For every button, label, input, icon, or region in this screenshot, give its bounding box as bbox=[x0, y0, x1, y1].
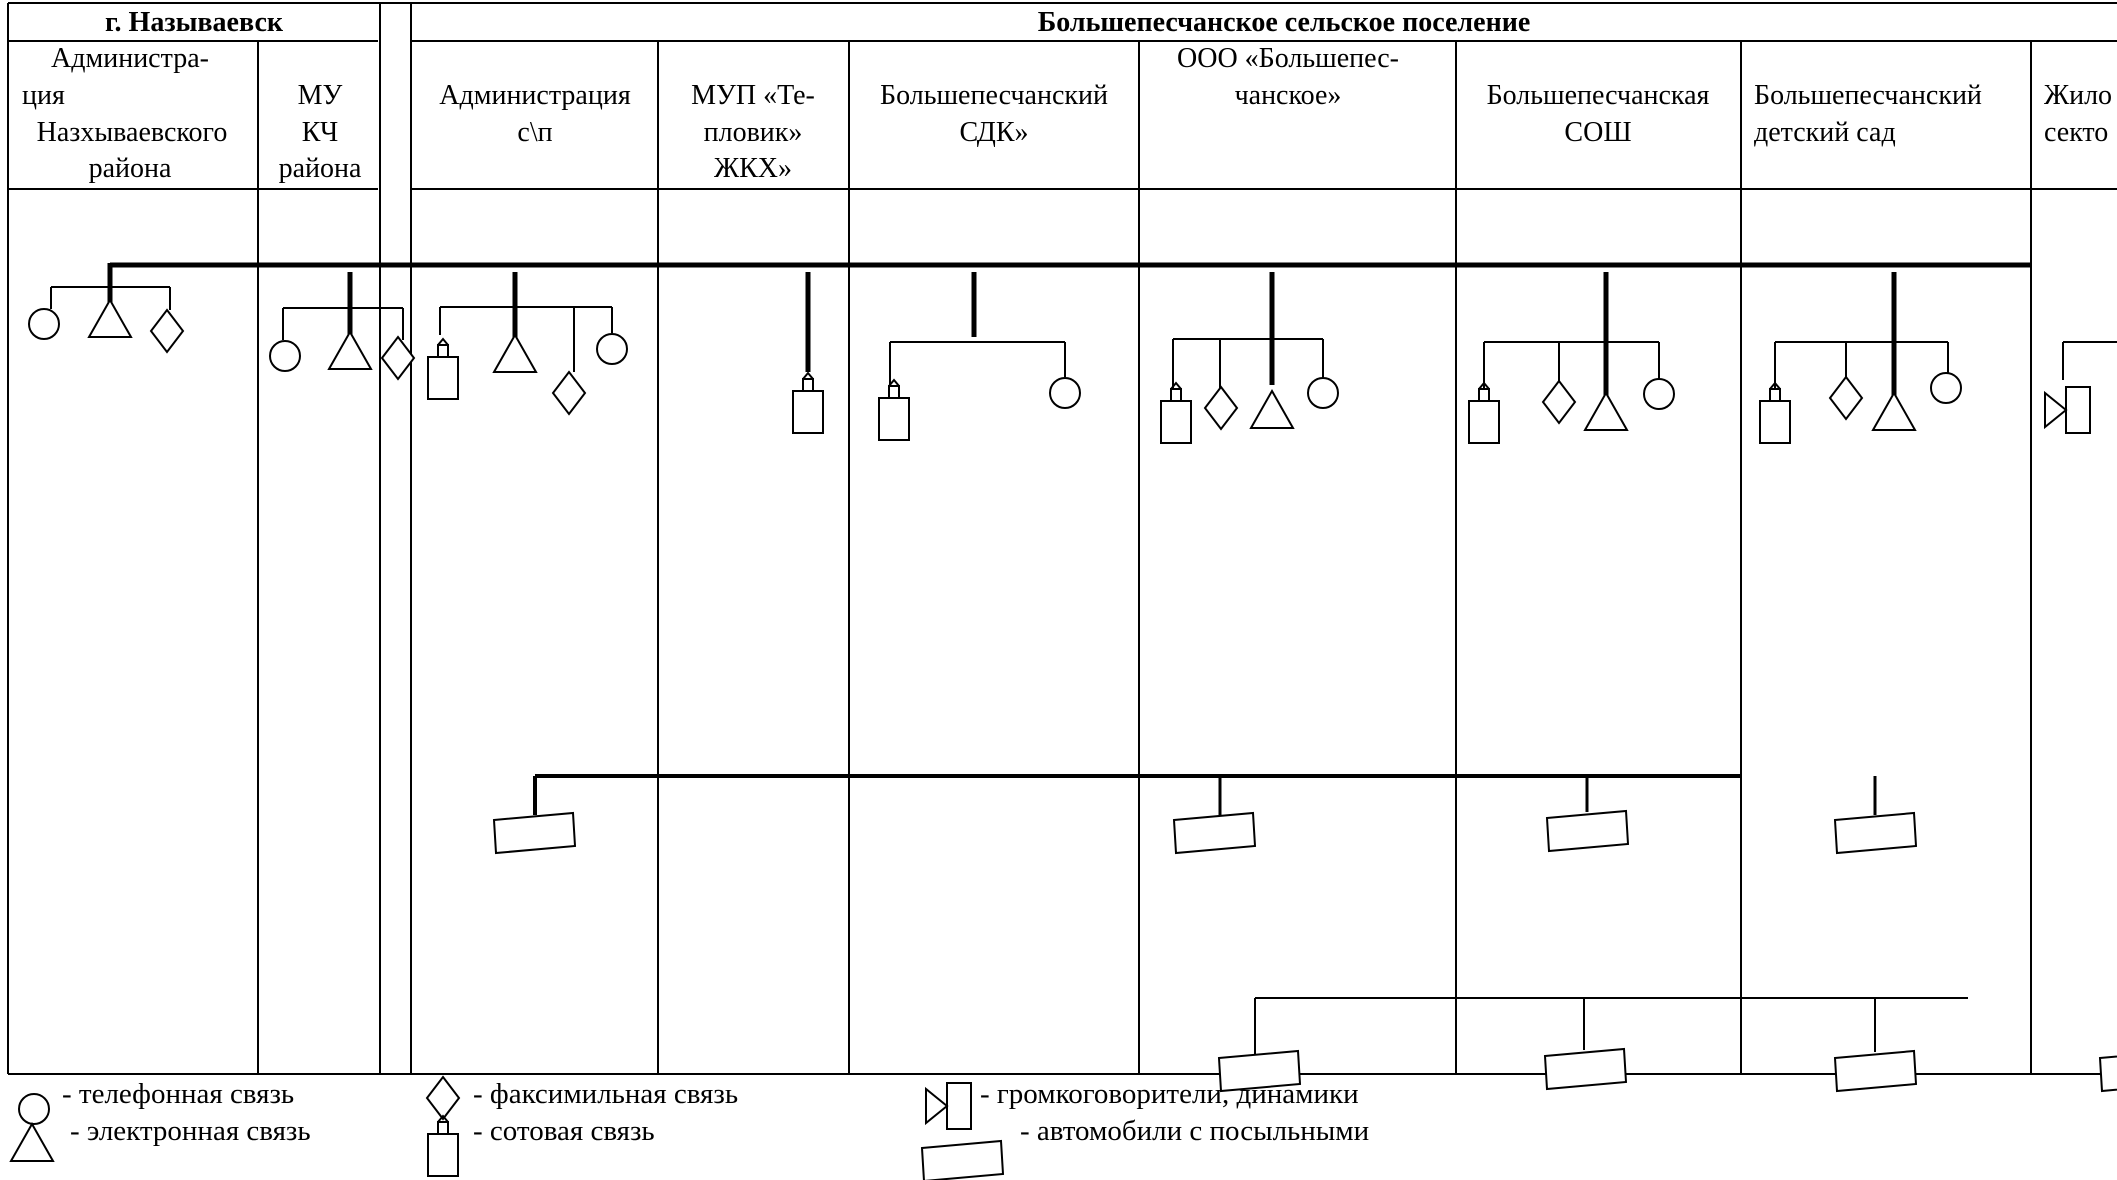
legend-fax-label: - факсимильная связь bbox=[473, 1078, 738, 1110]
column-header-kindergarten-line-2: детский сад bbox=[1754, 117, 1896, 148]
phone-icon bbox=[269, 340, 301, 372]
city-title: г. Называевск bbox=[105, 7, 284, 38]
legend-email-icon bbox=[10, 1123, 54, 1162]
car-icon bbox=[2099, 1050, 2117, 1092]
cellular-icon bbox=[878, 379, 910, 441]
speaker-icon bbox=[2044, 386, 2091, 434]
column-header-sp-admin-line-1: Администрация bbox=[439, 80, 631, 111]
email-icon bbox=[1872, 392, 1916, 431]
column-header-teplovik-line-1: МУП «Те- bbox=[691, 80, 815, 111]
car-icon bbox=[1544, 1048, 1627, 1090]
connection-lines bbox=[50, 262, 2117, 1055]
table-grid bbox=[7, 2, 2117, 1075]
column-header-raion-admin-line-1: Администра- bbox=[51, 43, 209, 74]
email-icon bbox=[328, 331, 372, 370]
phone-icon bbox=[596, 333, 628, 365]
legend-phone-label: - телефонная связь bbox=[62, 1078, 294, 1110]
phone-icon bbox=[1307, 377, 1339, 409]
column-header-raion-admin-line-3: Назхываевского bbox=[37, 117, 228, 148]
legend-car-icon bbox=[921, 1140, 1004, 1180]
phone-icon bbox=[1643, 378, 1675, 410]
fax-icon bbox=[381, 336, 415, 380]
column-header-mu-kch-line-3: района bbox=[279, 153, 362, 184]
column-header-mu-kch-line-1: МУ bbox=[298, 80, 343, 111]
legend-email-label: - электронная связь bbox=[70, 1115, 311, 1147]
car-icon bbox=[493, 812, 576, 854]
legend-speaker-icon bbox=[925, 1082, 972, 1130]
column-header-residential-line-1: Жило bbox=[2044, 80, 2112, 111]
column-header-sosh-line-1: Большепесчанская bbox=[1487, 80, 1710, 111]
legend-cellular-icon bbox=[427, 1115, 459, 1177]
fax-icon bbox=[1829, 376, 1863, 420]
legend-speaker-label: - громкоговорители, динамики bbox=[980, 1078, 1359, 1110]
cellular-icon bbox=[1468, 382, 1500, 444]
email-icon bbox=[1250, 390, 1294, 429]
column-header-teplovik-line-3: ЖКХ» bbox=[714, 153, 792, 184]
email-icon bbox=[1584, 392, 1628, 431]
fax-icon bbox=[552, 371, 586, 415]
fax-icon bbox=[1204, 386, 1238, 430]
legend-fax-icon bbox=[426, 1076, 460, 1120]
car-icon bbox=[1173, 812, 1256, 854]
column-header-teplovik-line-2: пловик» bbox=[704, 117, 803, 148]
car-icon bbox=[1546, 810, 1629, 852]
column-header-sdk-line-1: Большепесчанский bbox=[880, 80, 1108, 111]
legend-car-label: - автомобили с посыльными bbox=[1020, 1115, 1369, 1147]
legend: - телефонная связь - электронная связь -… bbox=[10, 1076, 1369, 1180]
column-header-kindergarten-line-1: Большепесчанский bbox=[1754, 80, 1982, 111]
column-header-sp-admin-line-2: с\п bbox=[517, 117, 552, 148]
email-icon bbox=[88, 299, 132, 338]
fax-icon bbox=[1542, 380, 1576, 424]
cellular-icon bbox=[427, 338, 459, 400]
email-icon bbox=[493, 334, 537, 373]
phone-icon bbox=[1930, 372, 1962, 404]
column-header-sdk-line-2: СДК» bbox=[959, 117, 1028, 148]
column-header-raion-admin-line-2: ция bbox=[22, 80, 65, 111]
column-header-ooo-line-1: ООО «Большепес- bbox=[1177, 43, 1399, 74]
car-icon bbox=[1834, 1050, 1917, 1092]
column-header-sosh-line-2: СОШ bbox=[1564, 117, 1631, 148]
cellular-icon bbox=[1160, 382, 1192, 444]
column-header-ooo-line-2: чанское» bbox=[1235, 80, 1342, 111]
cellular-icon bbox=[1759, 382, 1791, 444]
settlement-title: Большепесчанское сельское поселение bbox=[1038, 7, 1531, 38]
phone-icon bbox=[28, 308, 60, 340]
column-header-mu-kch-line-2: КЧ bbox=[302, 117, 339, 148]
fax-icon bbox=[150, 309, 184, 353]
column-header-residential-line-2: секто bbox=[2044, 117, 2108, 148]
column-header-raion-admin-line-4: района bbox=[89, 153, 172, 184]
cellular-icon bbox=[792, 372, 824, 434]
legend-cellular-label: - сотовая связь bbox=[473, 1115, 655, 1147]
phone-icon bbox=[1049, 377, 1081, 409]
car-icon bbox=[1834, 812, 1917, 854]
legend-phone-icon bbox=[18, 1093, 50, 1125]
